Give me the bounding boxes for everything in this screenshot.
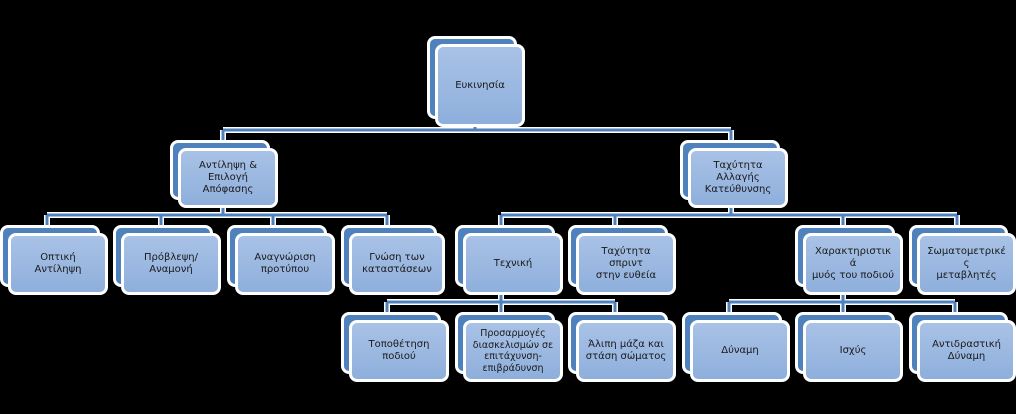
node-anthropometric-variables: Σωματομετρικές μεταβλητές	[909, 225, 1016, 295]
node-strength-label: Δύναμη	[690, 320, 790, 382]
node-reactive-strength: Αντιδραστική Δύναμη	[909, 312, 1016, 382]
node-anticipation-label: Πρόβλεψη/ Αναμονή	[121, 233, 221, 295]
node-pattern-recognition-label: Αναγνώριση προτύπου	[235, 233, 335, 295]
node-stride-adjustments: Προσαρμογές διασκελισμών σε επιτάχυνση- …	[455, 312, 563, 382]
node-reactive-strength-label: Αντιδραστική Δύναμη	[917, 320, 1016, 382]
node-change-direction-speed-label: Ταχύτητα Αλλαγής Κατεύθυνσης	[688, 148, 788, 208]
node-foot-placement: Τοποθέτηση ποδιού	[341, 312, 449, 382]
node-anthropometric-variables-label: Σωματομετρικές μεταβλητές	[917, 233, 1016, 295]
node-straight-sprint-speed: Ταχύτητα σπριντ στην ευθεία	[568, 225, 676, 295]
node-perception-decision-label: Αντίληψη & Επιλογή Απόφασης	[178, 148, 278, 208]
node-technique-label: Τεχνική	[463, 233, 563, 295]
node-situational-knowledge-label: Γνώση των καταστάσεων	[349, 233, 445, 295]
node-visual-perception: Οπτική Αντίληψη	[0, 225, 108, 295]
node-lean-mass-posture: Άλιπη μάζα και στάση σώματος	[568, 312, 676, 382]
node-visual-perception-label: Οπτική Αντίληψη	[8, 233, 108, 295]
node-foot-placement-label: Τοποθέτηση ποδιού	[349, 320, 449, 382]
node-straight-sprint-speed-label: Ταχύτητα σπριντ στην ευθεία	[576, 233, 676, 295]
node-change-direction-speed: Ταχύτητα Αλλαγής Κατεύθυνσης	[680, 140, 788, 208]
node-strength: Δύναμη	[682, 312, 790, 382]
node-power-label: Ισχύς	[803, 320, 903, 382]
node-root-label: Ευκινησία	[435, 44, 525, 127]
node-anticipation: Πρόβλεψη/ Αναμονή	[113, 225, 221, 295]
node-technique: Τεχνική	[455, 225, 563, 295]
node-pattern-recognition: Αναγνώριση προτύπου	[227, 225, 335, 295]
node-perception-decision: Αντίληψη & Επιλογή Απόφασης	[170, 140, 278, 208]
node-leg-muscle-qualities: Χαρακτηριστικά μυός του ποδιού	[795, 225, 903, 295]
node-stride-adjustments-label: Προσαρμογές διασκελισμών σε επιτάχυνση- …	[463, 320, 563, 382]
node-lean-mass-posture-label: Άλιπη μάζα και στάση σώματος	[576, 320, 676, 382]
node-situational-knowledge: Γνώση των καταστάσεων	[341, 225, 445, 295]
node-root: Ευκινησία	[427, 36, 525, 127]
node-leg-muscle-qualities-label: Χαρακτηριστικά μυός του ποδιού	[803, 233, 903, 295]
node-power: Ισχύς	[795, 312, 903, 382]
